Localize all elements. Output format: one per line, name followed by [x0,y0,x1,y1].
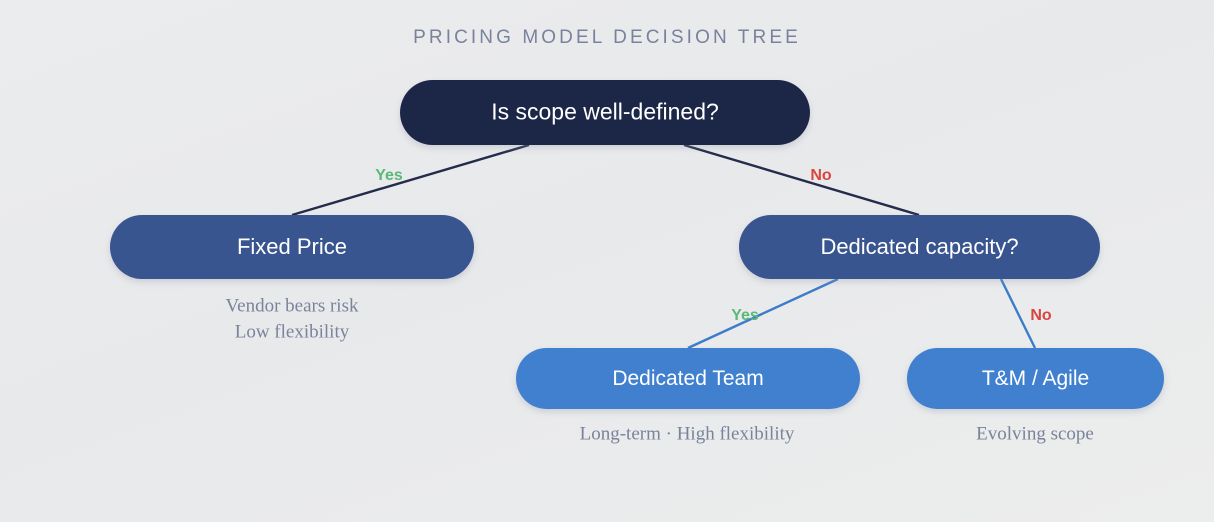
caption-fixed-price-caption-line-1: Low flexibility [235,321,350,342]
node-label-root: Is scope well-defined? [491,99,719,125]
node-label-tm-agile: T&M / Agile [982,367,1089,390]
edge-capacity-to-tm-agile [999,278,1037,349]
node-tm-agile[interactable]: T&M / Agile [907,348,1164,409]
node-dedicated-team[interactable]: Dedicated Team [516,348,860,409]
node-label-dedicated-capacity: Dedicated capacity? [820,234,1018,259]
caption-fixed-price-caption-line-0: Vendor bears risk [226,295,359,316]
caption-dedicated-team-caption-line-0: Long-term · High flexibility [580,423,795,444]
node-shape-fixed-price [110,215,474,279]
node-label-fixed-price: Fixed Price [237,234,347,259]
node-shape-tm-agile [907,348,1164,409]
node-label-dedicated-team: Dedicated Team [612,367,763,390]
edge-root-to-dedicated-capacity [683,143,920,217]
node-shape-dedicated-capacity [739,215,1100,279]
edge-root-to-fixed-price [291,143,530,217]
edge-label-yes-root: Yes [375,167,403,184]
node-root[interactable]: Is scope well-defined? [400,80,810,145]
edge-label-yes-capacity: Yes [731,307,759,324]
edge-label-no-capacity: No [1030,307,1052,324]
node-fixed-price[interactable]: Fixed Price [110,215,474,279]
edges-layer [291,143,1037,350]
node-shape-dedicated-team [516,348,860,409]
node-shape-root [400,80,810,145]
page-title: PRICING MODEL DECISION TREE [413,27,801,48]
edge-capacity-to-dedicated-team [687,277,839,350]
edge-label-no-root: No [810,167,832,184]
caption-tm-agile-caption-line-0: Evolving scope [976,423,1094,444]
node-dedicated-capacity[interactable]: Dedicated capacity? [739,215,1100,279]
